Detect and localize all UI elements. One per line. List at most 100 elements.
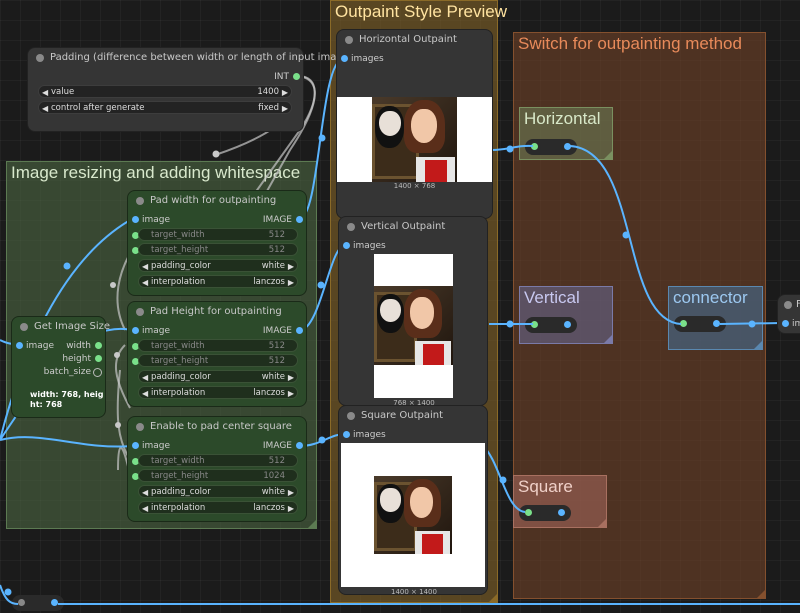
offscreen-node[interactable]: F ima — [777, 294, 800, 334]
reroute-input[interactable] — [525, 509, 532, 516]
target-height-slot[interactable] — [132, 358, 139, 365]
height-output-slot[interactable] — [95, 355, 102, 362]
preview-image[interactable] — [337, 97, 492, 182]
interpolation-widget[interactable]: ◀ interpolation lanczos ▶ — [138, 501, 298, 514]
group-resize-handle[interactable] — [757, 590, 765, 598]
padding-int-node[interactable]: Padding (difference between width or len… — [27, 47, 353, 132]
collapse-dot[interactable] — [345, 36, 353, 44]
preview-image[interactable] — [374, 254, 453, 398]
reroute-output[interactable] — [713, 320, 720, 327]
reroute-output[interactable] — [51, 599, 58, 606]
reroute-output[interactable] — [564, 321, 571, 328]
bottom-reroute[interactable] — [12, 595, 64, 611]
image-input-slot[interactable] — [782, 320, 789, 327]
prev-arrow-icon[interactable]: ◀ — [142, 504, 149, 513]
node-header[interactable]: Pad Height for outpainting — [128, 302, 306, 322]
vertical-reroute[interactable] — [525, 317, 577, 333]
node-header[interactable]: Vertical Outpaint — [339, 217, 487, 237]
image-input-slot[interactable] — [132, 442, 139, 449]
target-height-widget[interactable]: target_height 512 — [138, 243, 298, 256]
collapse-dot[interactable] — [136, 197, 144, 205]
prev-arrow-icon[interactable]: ◀ — [142, 488, 149, 497]
reroute-input[interactable] — [531, 143, 538, 150]
images-input-slot[interactable] — [343, 242, 350, 249]
node-header[interactable]: Enable to pad center square — [128, 417, 306, 437]
group-resize-handle[interactable] — [308, 520, 316, 528]
prev-arrow-icon[interactable]: ◀ — [142, 262, 149, 271]
square-outpaint-preview-node[interactable]: Square Outpaint images 1400 × 1400 — [338, 405, 488, 596]
target-height-slot[interactable] — [132, 473, 139, 480]
image-output-slot[interactable] — [296, 327, 303, 334]
width-output-slot[interactable] — [95, 342, 102, 349]
image-output-slot[interactable] — [296, 216, 303, 223]
image-input-slot[interactable] — [16, 342, 23, 349]
padding-color-widget[interactable]: ◀ padding_color white ▶ — [138, 259, 298, 272]
next-arrow-icon[interactable]: ▶ — [287, 504, 294, 513]
pad-width-node[interactable]: Pad width for outpainting image IMAGE ta… — [127, 190, 307, 296]
prev-arrow-icon[interactable]: ◀ — [42, 104, 49, 113]
prev-arrow-icon[interactable]: ◀ — [142, 373, 149, 382]
collapse-dot[interactable] — [347, 412, 355, 420]
collapse-dot[interactable] — [136, 308, 144, 316]
prev-arrow-icon[interactable]: ◀ — [142, 278, 149, 287]
image-output-slot[interactable] — [296, 442, 303, 449]
target-height-widget[interactable]: target_height 1024 — [138, 469, 298, 482]
horizontal-outpaint-preview-node[interactable]: Horizontal Outpaint images 1400 × 768 — [336, 29, 493, 219]
vertical-outpaint-preview-node[interactable]: Vertical Outpaint images 768 × 1400 — [338, 216, 488, 407]
interpolation-widget[interactable]: ◀ interpolation lanczos ▶ — [138, 386, 298, 399]
target-width-widget[interactable]: target_width 512 — [138, 228, 298, 241]
next-arrow-icon[interactable]: ▶ — [287, 373, 294, 382]
increment-arrow-icon[interactable]: ▶ — [281, 88, 288, 97]
next-arrow-icon[interactable]: ▶ — [287, 278, 294, 287]
next-arrow-icon[interactable]: ▶ — [287, 488, 294, 497]
group-resize-handle[interactable] — [489, 594, 497, 602]
node-header[interactable]: Pad width for outpainting — [128, 191, 306, 211]
target-width-widget[interactable]: target_width 512 — [138, 339, 298, 352]
collapse-dot[interactable] — [136, 423, 144, 431]
get-image-size-node[interactable]: Get Image Size image width height batch_… — [11, 316, 110, 418]
batch-output-slot[interactable] — [93, 368, 102, 377]
reroute-input[interactable] — [680, 320, 687, 327]
image-input-slot[interactable] — [132, 327, 139, 334]
value-widget[interactable]: ◀ value 1400 ▶ — [38, 85, 292, 98]
decrement-arrow-icon[interactable]: ◀ — [42, 88, 49, 97]
images-input-slot[interactable] — [343, 431, 350, 438]
square-reroute[interactable] — [519, 505, 571, 521]
next-arrow-icon[interactable]: ▶ — [287, 389, 294, 398]
next-arrow-icon[interactable]: ▶ — [287, 262, 294, 271]
int-output-slot[interactable] — [293, 73, 300, 80]
pad-height-node[interactable]: Pad Height for outpainting image IMAGE t… — [127, 301, 307, 407]
interpolation-widget[interactable]: ◀ interpolation lanczos ▶ — [138, 275, 298, 288]
target-height-slot[interactable] — [132, 247, 139, 254]
reroute-input[interactable] — [18, 599, 25, 606]
node-header[interactable]: Square Outpaint — [339, 406, 487, 426]
target-width-slot[interactable] — [132, 458, 139, 465]
reroute-input[interactable] — [531, 321, 538, 328]
image-input-slot[interactable] — [132, 216, 139, 223]
node-header[interactable]: F — [778, 295, 800, 315]
connector-reroute[interactable] — [674, 316, 726, 332]
group-resize-handle[interactable] — [604, 151, 612, 159]
collapse-dot[interactable] — [347, 223, 355, 231]
target-width-widget[interactable]: target_width 512 — [138, 454, 298, 467]
group-resize-handle[interactable] — [754, 341, 762, 349]
horizontal-reroute[interactable] — [525, 139, 577, 155]
control-after-generate-widget[interactable]: ◀ control after generate fixed ▶ — [38, 101, 292, 114]
collapse-dot[interactable] — [784, 301, 792, 309]
padding-color-widget[interactable]: ◀ padding_color white ▶ — [138, 485, 298, 498]
collapse-dot[interactable] — [36, 54, 44, 62]
vertical-group[interactable]: Vertical — [519, 286, 613, 344]
reroute-output[interactable] — [558, 509, 565, 516]
collapse-dot[interactable] — [20, 323, 28, 331]
target-width-slot[interactable] — [132, 343, 139, 350]
padding-color-widget[interactable]: ◀ padding_color white ▶ — [138, 370, 298, 383]
prev-arrow-icon[interactable]: ◀ — [142, 389, 149, 398]
node-header[interactable]: Padding (difference between width or len… — [28, 48, 353, 68]
group-resize-handle[interactable] — [598, 519, 606, 527]
target-height-widget[interactable]: target_height 512 — [138, 354, 298, 367]
node-header[interactable]: Horizontal Outpaint — [337, 30, 492, 50]
reroute-output[interactable] — [564, 143, 571, 150]
preview-image[interactable] — [341, 443, 485, 587]
node-header[interactable]: Get Image Size — [12, 317, 110, 337]
images-input-slot[interactable] — [341, 55, 348, 62]
